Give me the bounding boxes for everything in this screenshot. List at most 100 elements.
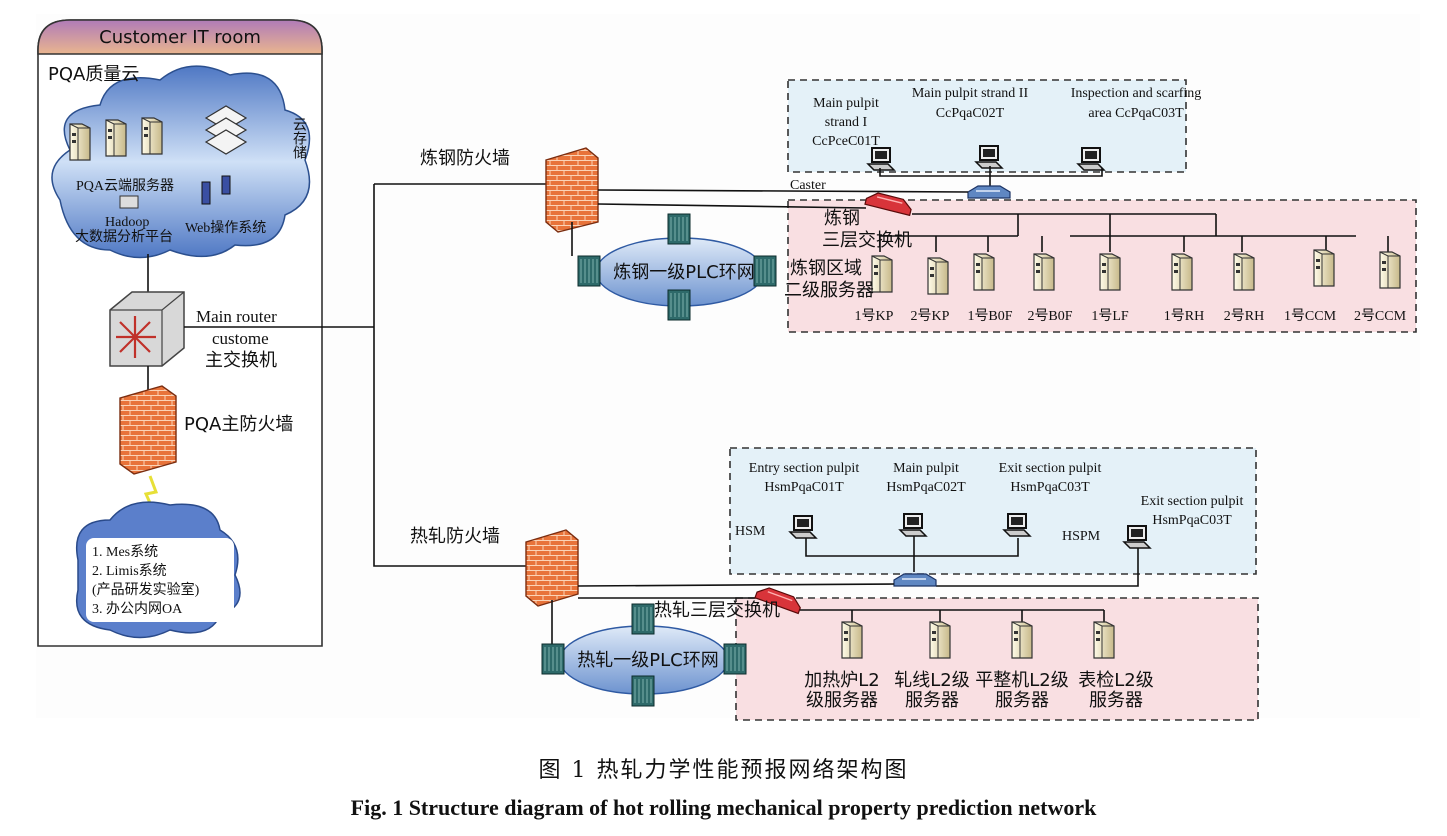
hot-pulpit4-l1: Exit section pulpit [1141, 494, 1244, 509]
steel-pulpit1-l3: CcPceC01T [812, 134, 880, 149]
server-icon [1099, 253, 1121, 291]
plc-rack-icon [723, 643, 747, 675]
hot-server-label: 平整机L2级 [975, 670, 1068, 691]
server-icon [871, 255, 893, 293]
plc-rack-icon [667, 289, 691, 321]
steel-pulpit3-l2: area CcPqaC03T [1088, 106, 1184, 121]
hot-server-label: 轧线L2级 [894, 670, 969, 691]
hot-pulpit3-l2: HsmPqaC03T [1010, 480, 1090, 495]
steel-pulpit2-l2: CcPqaC02T [936, 106, 1005, 121]
figure-caption-en: Fig. 1 Structure diagram of hot rolling … [350, 795, 1097, 820]
customer-room-title: Customer IT room [99, 27, 261, 48]
pqa-main-firewall-icon [119, 385, 177, 475]
hot-rolling-hub-icon [893, 573, 937, 587]
pqa-cloud: PQA质量云 云存储 PQA云端服务器 Hadoop 大数据分析平台 Web操作… [48, 64, 311, 259]
web-os-icon-1 [201, 181, 211, 205]
figure-caption-cn: 图 1 热轧力学性能预报网络架构图 [538, 758, 909, 783]
server-icon [973, 253, 995, 291]
hot-pulpit4-pc-icon [1123, 525, 1151, 549]
hot-pulpit2-l2: HsmPqaC02T [886, 480, 966, 495]
caster-label: Caster [790, 178, 826, 193]
steelmaking-firewall-label: 炼钢防火墙 [420, 148, 510, 169]
hot-rolling-servers: 加热炉L2 级服务器 轧线L2级 服务器 平整机L2级 服务器 表检L2级 服务… [804, 621, 1154, 711]
steel-server-label: 2号CCM [1354, 309, 1407, 324]
steel-server-label: 1号B0F [967, 309, 1012, 324]
hot-rolling-plc-ring-label: 热轧一级PLC环网 [577, 650, 718, 671]
plc-rack-icon [577, 255, 601, 287]
hot-rolling-pulpit-zone [729, 447, 1257, 575]
hadoop-icon [119, 195, 139, 209]
steelmaking-plc-ring-label: 炼钢一级PLC环网 [613, 262, 754, 283]
hot-server-label: 服务器 [905, 690, 959, 711]
steel-server-label: 1号KP [855, 309, 894, 324]
office-system-3: (产品研发实验室) [92, 581, 200, 598]
server-icon [1379, 251, 1401, 289]
caster-hub-icon [967, 185, 1011, 199]
server-icon [1011, 621, 1033, 659]
steel-server-label: 2号RH [1224, 309, 1264, 324]
steel-area-servers-label-2: 二级服务器 [784, 280, 874, 301]
plc-rack-icon [541, 643, 565, 675]
server-icon [1233, 253, 1255, 291]
steelmaking-servers: 1号KP 2号KP 1号B0F 2号B0F 1号LF 1号RH 2号RH 1号C… [855, 249, 1407, 324]
pqa-cloud-title: PQA质量云 [48, 64, 139, 85]
hot-pulpit3-pc-icon [1003, 513, 1031, 537]
steel-area-servers-label-1: 炼钢区域 [790, 258, 862, 279]
hot-rolling-firewall-label: 热轧防火墙 [410, 526, 500, 547]
server-icon [927, 257, 949, 295]
steel-pulpit1-pc-icon [867, 147, 895, 171]
steel-pulpit3-l1: Inspection and scarfing [1071, 86, 1202, 101]
hot-pulpit1-l2: HsmPqaC01T [764, 480, 844, 495]
hadoop-label-1: Hadoop [105, 215, 149, 230]
steel-pulpit3-pc-icon [1077, 147, 1105, 171]
web-os-label: Web操作系统 [185, 220, 266, 236]
hot-server-label: 加热炉L2 [804, 670, 879, 691]
hot-rolling-firewall-icon [525, 529, 579, 607]
hot-pulpit3-l1: Exit section pulpit [999, 461, 1102, 476]
server-icon [1313, 249, 1335, 287]
office-system-2: 2. Limis系统 [92, 563, 167, 579]
hot-server-label: 服务器 [1089, 690, 1143, 711]
hot-pulpit4-l2: HsmPqaC03T [1152, 513, 1232, 528]
plc-rack-icon [631, 675, 655, 707]
cloud-servers-label: PQA云端服务器 [76, 178, 174, 194]
hot-server-label: 级服务器 [806, 690, 878, 711]
steelmaking-switch-label-2: 三层交换机 [822, 230, 912, 251]
hot-rolling-server-zone [735, 597, 1259, 721]
hot-server-label: 表检L2级 [1078, 670, 1153, 691]
cloud-storage-icon [204, 105, 248, 155]
server-icon [929, 621, 951, 659]
server-icon [1093, 621, 1115, 659]
steel-server-label: 1号RH [1164, 309, 1204, 324]
hot-pulpit2-pc-icon [899, 513, 927, 537]
steelmaking-firewall-icon [545, 147, 599, 233]
office-system-4: 3. 办公内网OA [92, 601, 183, 617]
hot-pulpit2-l1: Main pulpit [893, 461, 959, 476]
plc-rack-icon [753, 255, 777, 287]
hsm-label: HSM [735, 524, 766, 539]
server-icon [1171, 253, 1193, 291]
server-icon [841, 621, 863, 659]
hspm-label: HSPM [1062, 529, 1101, 544]
main-router-label-3: 主交换机 [205, 350, 277, 371]
steel-pulpit1-l1: Main pulpit [813, 96, 879, 111]
main-router-label-2: custome [212, 329, 269, 348]
steelmaking-switch-label-1: 炼钢 [824, 208, 860, 229]
main-router-label-1: Main router [196, 307, 277, 326]
hot-pulpit1-l1: Entry section pulpit [749, 461, 860, 476]
hot-rolling-switch-label: 热轧三层交换机 [654, 600, 780, 621]
steel-pulpit2-pc-icon [975, 145, 1003, 169]
hadoop-label-2: 大数据分析平台 [75, 229, 173, 245]
hot-pulpit1-pc-icon [789, 515, 817, 539]
plc-rack-icon [631, 603, 655, 635]
steel-server-label: 1号LF [1091, 309, 1129, 324]
plc-rack-icon [667, 213, 691, 245]
server-icon [1033, 253, 1055, 291]
steel-server-label: 2号B0F [1027, 309, 1072, 324]
office-cloud: 1. Mes系统 2. Limis系统 (产品研发实验室) 3. 办公内网OA [76, 501, 241, 639]
pqa-main-firewall-label: PQA主防火墙 [184, 414, 293, 435]
steel-server-label: 2号KP [911, 309, 950, 324]
web-os-icon-2 [221, 175, 231, 195]
office-system-1: 1. Mes系统 [92, 544, 158, 560]
